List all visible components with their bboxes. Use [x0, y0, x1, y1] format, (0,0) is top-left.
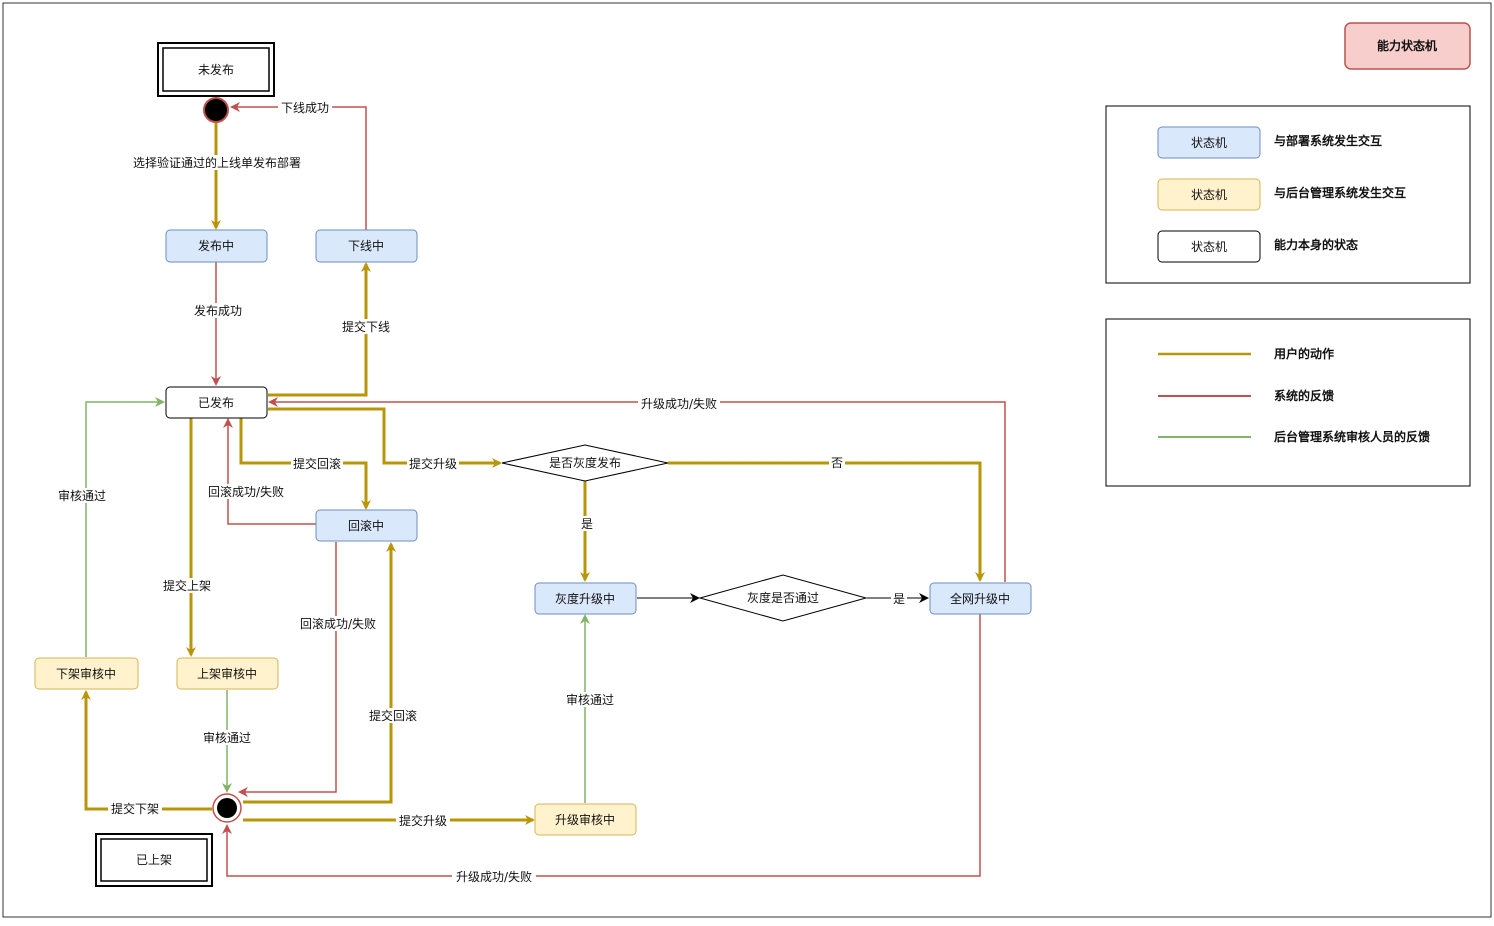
label-submit-offline: 提交下线 [342, 319, 390, 334]
label-rollback-result-top: 回滚成功/失败 [208, 484, 284, 499]
node-upgrade-review: 升级审核中 [534, 803, 637, 836]
label-upgrade-result-bottom: 升级成功/失败 [456, 869, 532, 884]
svg-text:发布中: 发布中 [198, 238, 234, 253]
svg-text:与部署系统发生交互: 与部署系统发生交互 [1274, 133, 1382, 148]
label-submit-rollback-top: 提交回滚 [293, 456, 341, 471]
label-review-pass-list: 审核通过 [203, 730, 251, 745]
label-no: 否 [831, 456, 843, 470]
edge-published-to-decision [268, 407, 502, 468]
svg-text:状态机: 状态机 [1191, 136, 1227, 150]
edge-full-to-listed [222, 614, 981, 877]
svg-text:是否灰度发布: 是否灰度发布 [549, 455, 621, 470]
edge-labels: 下线成功 选择验证通过的上线单发布部署 发布成功 提交下线 升级成功/失败 提交… [56, 100, 907, 884]
svg-text:能力状态机: 能力状态机 [1377, 38, 1437, 53]
node-full-upgrading: 全网升级中 [929, 582, 1032, 615]
label-review-pass-left: 审核通过 [58, 488, 106, 503]
legend-line-review-feedback: 后台管理系统审核人员的反馈 [1158, 429, 1430, 444]
node-listed: 已上架 [95, 833, 213, 887]
label-submit-upgrade-bottom: 提交升级 [399, 813, 447, 828]
node-rollbacking: 回滚中 [315, 509, 418, 542]
label-submit-delist: 提交下架 [111, 801, 159, 816]
svg-text:下线中: 下线中 [348, 238, 384, 253]
svg-text:系统的反馈: 系统的反馈 [1274, 388, 1334, 403]
label-review-pass-upgrade: 审核通过 [566, 692, 614, 707]
node-offlining: 下线中 [315, 229, 418, 263]
legend-state-blue: 状态机 与部署系统发生交互 [1157, 126, 1382, 159]
start-node-bottom [217, 798, 237, 818]
edge-decision-to-full [668, 461, 985, 582]
svg-text:回滚中: 回滚中 [348, 518, 384, 533]
legend-line-user-action: 用户的动作 [1158, 346, 1334, 361]
legend-state-white: 状态机 能力本身的状态 [1157, 230, 1358, 263]
node-unpublished: 未发布 [157, 42, 275, 97]
node-gray-upgrading: 灰度升级中 [534, 582, 637, 615]
edge-listed-to-rollbacking [243, 542, 396, 804]
svg-text:状态机: 状态机 [1191, 188, 1227, 202]
diagram-title: 能力状态机 [1344, 22, 1471, 70]
svg-text:状态机: 状态机 [1191, 240, 1227, 254]
decision-gray-publish: 是否灰度发布 [501, 444, 669, 482]
svg-text:下架审核中: 下架审核中 [56, 666, 116, 681]
legend-state-yellow: 状态机 与后台管理系统发生交互 [1157, 178, 1406, 211]
svg-text:灰度是否通过: 灰度是否通过 [747, 590, 819, 605]
legend-line-system-feedback: 系统的反馈 [1158, 388, 1334, 403]
edges [81, 102, 1006, 877]
label-yes-gray: 是 [581, 517, 593, 531]
label-publish-success: 发布成功 [194, 303, 242, 318]
label-upgrade-result-top: 升级成功/失败 [641, 396, 717, 411]
svg-text:能力本身的状态: 能力本身的状态 [1274, 237, 1358, 252]
svg-text:全网升级中: 全网升级中 [950, 591, 1010, 606]
svg-text:上架审核中: 上架审核中 [197, 666, 257, 681]
start-node-top [203, 97, 229, 123]
svg-text:灰度升级中: 灰度升级中 [555, 591, 615, 606]
edge-offlining-to-start [230, 102, 367, 230]
label-submit-list: 提交上架 [163, 578, 211, 593]
legend-states: 状态机 与部署系统发生交互 状态机 与后台管理系统发生交互 状态机 能力本身的状… [1105, 105, 1471, 284]
node-list-review: 上架审核中 [176, 657, 279, 690]
svg-text:未发布: 未发布 [198, 62, 234, 77]
edge-rollbacking-to-published [223, 418, 316, 525]
label-submit-rollback-bottom: 提交回滚 [369, 708, 417, 723]
label-rollback-result-bottom: 回滚成功/失败 [300, 616, 376, 631]
edge-full-to-published [268, 397, 1006, 582]
node-publishing: 发布中 [165, 229, 268, 263]
label-offline-success: 下线成功 [281, 101, 329, 115]
edge-listed-to-delist-review [81, 690, 212, 811]
decision-gray-pass: 灰度是否通过 [698, 574, 868, 622]
svg-text:升级审核中: 升级审核中 [555, 812, 615, 827]
legend-lines: 用户的动作 系统的反馈 后台管理系统审核人员的反馈 [1105, 318, 1471, 487]
node-delist-review: 下架审核中 [34, 657, 139, 690]
svg-text:与后台管理系统发生交互: 与后台管理系统发生交互 [1274, 185, 1406, 200]
svg-text:后台管理系统审核人员的反馈: 后台管理系统审核人员的反馈 [1274, 429, 1430, 444]
label-submit-upgrade-top: 提交升级 [409, 456, 457, 471]
label-yes-full: 是 [893, 592, 905, 606]
svg-text:用户的动作: 用户的动作 [1273, 346, 1334, 361]
label-select-and-deploy: 选择验证通过的上线单发布部署 [133, 155, 301, 170]
edge-delist-review-to-published [85, 397, 165, 657]
svg-text:已上架: 已上架 [136, 853, 172, 867]
edge-published-to-offlining [268, 262, 371, 397]
svg-text:已发布: 已发布 [198, 395, 234, 410]
node-published: 已发布 [165, 386, 268, 419]
